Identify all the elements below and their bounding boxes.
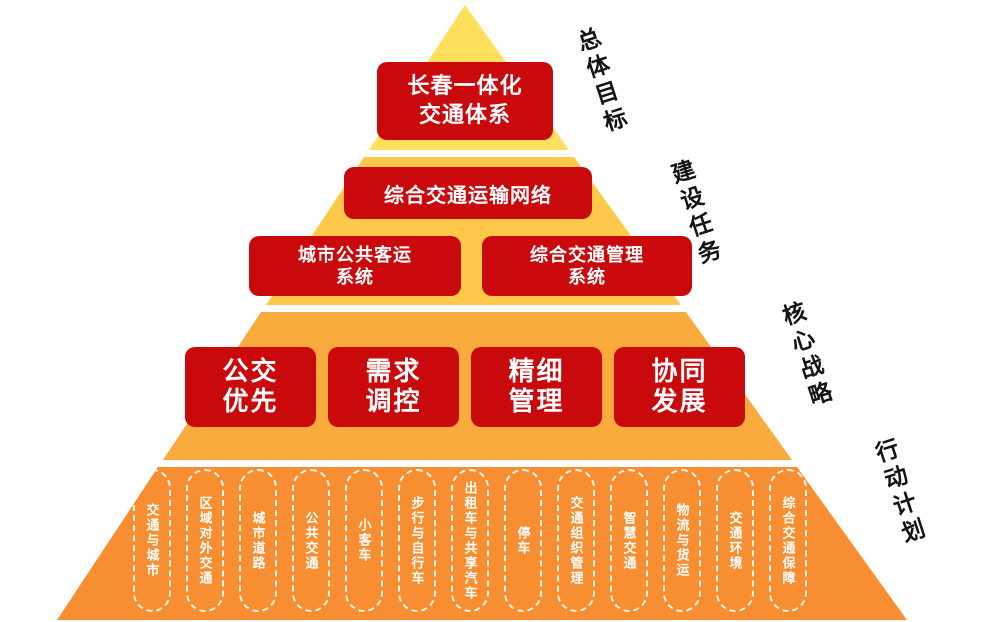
strategy-label: 协同 发展 (651, 356, 708, 416)
action-label: 综合交通保障 (780, 495, 796, 586)
action-capsule: 智慧交通 (610, 469, 648, 612)
task-network-box: 综合交通运输网络 (344, 167, 592, 219)
action-label: 区域对外交通 (197, 495, 213, 586)
goal-label: 长春一体化 交通体系 (407, 73, 523, 127)
task-public-transit-label: 城市公共客运 系统 (298, 244, 412, 288)
action-capsule: 物流与货运 (663, 469, 701, 612)
action-capsule: 交通环境 (716, 469, 754, 612)
action-label: 停车 (515, 525, 531, 556)
action-capsule: 小客车 (345, 469, 383, 612)
action-capsule: 综合交通保障 (769, 469, 807, 612)
task-public-transit-box: 城市公共客运 系统 (249, 236, 461, 296)
action-label: 交通环境 (727, 510, 743, 571)
strategy-box-demand-control: 需求 调控 (328, 347, 459, 427)
tier4-action-plan-shape (57, 467, 907, 620)
action-capsule: 城市道路 (239, 469, 277, 612)
action-label: 步行与自行车 (409, 495, 425, 586)
action-capsule: 区域对外交通 (186, 469, 224, 612)
action-capsule: 出租车与共享汽车 (451, 469, 489, 612)
action-label: 物流与货运 (674, 503, 690, 578)
action-capsule: 交通组织管理 (557, 469, 595, 612)
goal-box: 长春一体化 交通体系 (377, 62, 553, 140)
action-label: 小客车 (356, 518, 372, 563)
action-label: 公共交通 (303, 510, 319, 571)
strategy-label: 公交 优先 (222, 356, 279, 416)
strategy-label: 需求 调控 (365, 356, 422, 416)
action-label: 交通与城市 (144, 503, 160, 578)
action-capsule: 公共交通 (292, 469, 330, 612)
action-label: 交通组织管理 (568, 495, 584, 586)
action-label: 智慧交通 (621, 510, 637, 571)
strategy-box-coordinated-development: 协同 发展 (614, 347, 745, 427)
action-label: 城市道路 (250, 510, 266, 571)
action-capsule: 停车 (504, 469, 542, 612)
strategy-box-bus-priority: 公交 优先 (185, 347, 316, 427)
strategy-label: 精细 管理 (508, 356, 565, 416)
task-network-label: 综合交通运输网络 (384, 184, 552, 207)
action-capsule: 交通与城市 (133, 469, 171, 612)
action-capsule: 步行与自行车 (398, 469, 436, 612)
action-label: 出租车与共享汽车 (462, 480, 478, 601)
strategy-box-fine-management: 精细 管理 (471, 347, 602, 427)
task-traffic-management-box: 综合交通管理 系统 (482, 236, 692, 296)
task-traffic-management-label: 综合交通管理 系统 (530, 244, 644, 288)
